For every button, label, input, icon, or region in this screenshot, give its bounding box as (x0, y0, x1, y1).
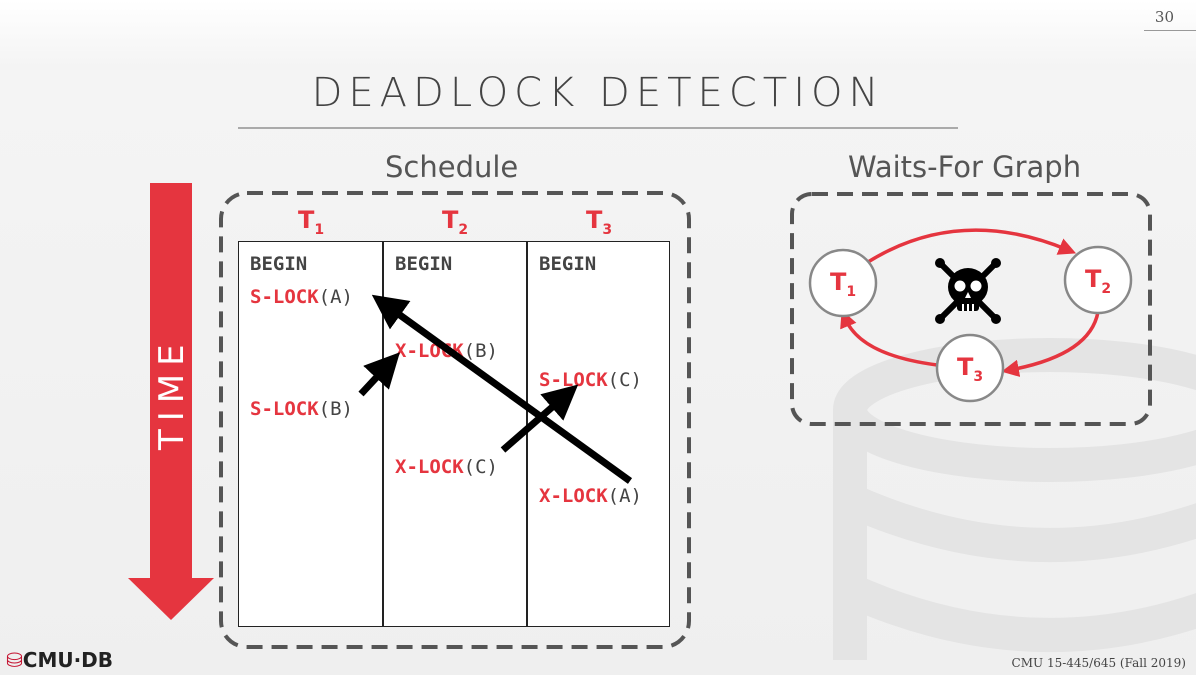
graph-node-label-t3: T3 (957, 353, 984, 385)
column-divider (526, 241, 528, 627)
wait-arrow-t3-to-t1 (371, 294, 633, 484)
edge-t1-to-t2 (867, 228, 1077, 264)
slide-title: DEADLOCK DETECTION (311, 70, 885, 116)
column-header-t1: T1 (298, 206, 325, 238)
graph-node-label-t2: T2 (1085, 265, 1112, 297)
course-label: CMU 15-445/645 (Fall 2019) (1011, 656, 1186, 670)
waits-for-graph-frame (790, 192, 1152, 426)
schedule-op: X-LOCK(C) (395, 456, 498, 478)
background-database-logo (833, 338, 1196, 660)
graph-node-label-t1: T1 (830, 268, 857, 300)
schedule-op: BEGIN (250, 253, 308, 275)
page-number: 30 (1154, 8, 1174, 26)
title-divider (238, 127, 958, 129)
schedule-op: S-LOCK(B) (250, 398, 353, 420)
edge-t3-to-t1 (840, 309, 938, 367)
column-divider (382, 241, 384, 627)
page-number-divider (1144, 30, 1196, 31)
cmu-db-logo: ⛁CMU·DB (6, 648, 114, 672)
time-arrow (128, 183, 214, 620)
wait-arrow-t2-to-t3 (500, 384, 579, 453)
column-header-t3: T3 (586, 206, 613, 238)
schedule-op: X-LOCK(A) (539, 485, 642, 507)
graph-node-t2 (1063, 245, 1133, 315)
schedule-heading: Schedule (385, 150, 519, 184)
schedule-op: BEGIN (539, 253, 597, 275)
edge-t2-to-t3 (1001, 311, 1100, 377)
schedule-table (238, 241, 670, 627)
wait-arrow-t1-to-t2 (358, 352, 400, 397)
column-header-t2: T2 (442, 206, 469, 238)
schedule-op: BEGIN (395, 253, 453, 275)
skull-crossbones-icon (935, 258, 1001, 324)
waits-for-graph-heading: Waits-For Graph (848, 150, 1082, 184)
graph-node-t1 (808, 248, 878, 318)
database-icon: ⛁ (6, 648, 23, 672)
schedule-op: S-LOCK(A) (250, 286, 353, 308)
schedule-frame (219, 191, 691, 649)
graph-node-t3 (935, 333, 1005, 403)
